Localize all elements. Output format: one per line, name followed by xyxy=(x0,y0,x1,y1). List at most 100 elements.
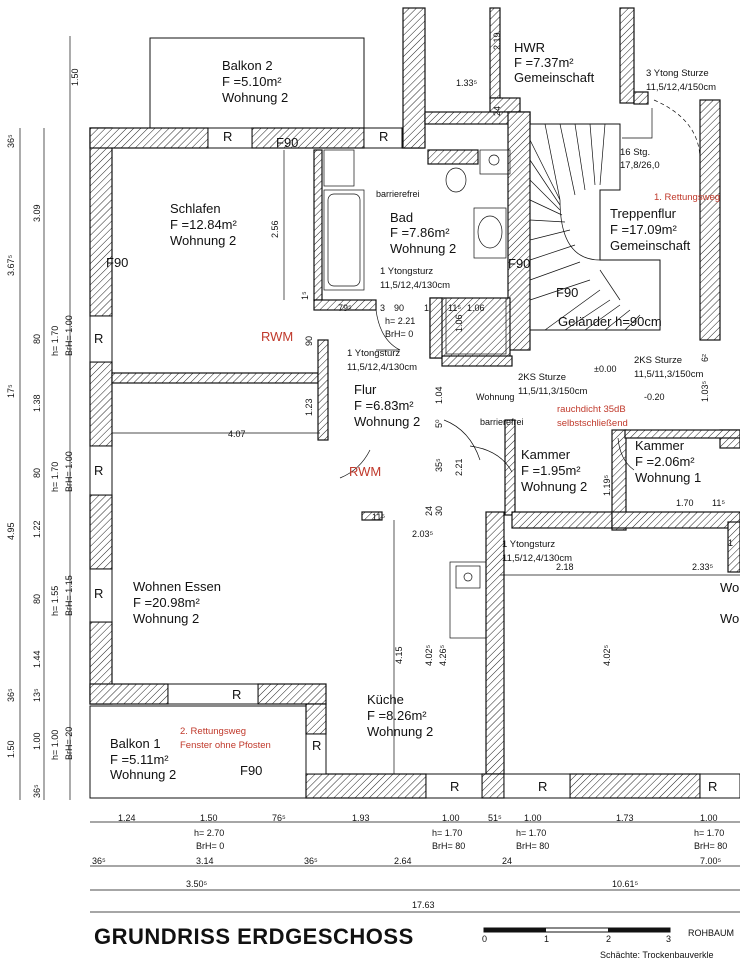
svg-text:rauchdicht 35dB: rauchdicht 35dB xyxy=(557,404,626,415)
scale-bar xyxy=(483,927,671,933)
dims-inner: 1.33⁵ 2.19 24 2.56 1⁵ 79⁵ 3 90 1 11⁵ 1.0… xyxy=(228,32,733,666)
room-cut-right: Wo Wo xyxy=(720,580,739,626)
svg-text:30: 30 xyxy=(434,506,444,516)
dims-bottom: 1.24 1.50 76⁵ 1.93 1.00 51⁵ 1.00 1.73 1.… xyxy=(92,813,727,910)
svg-text:±0.00: ±0.00 xyxy=(594,364,616,374)
svg-text:6²: 6² xyxy=(700,354,710,362)
svg-text:RWM: RWM xyxy=(261,329,293,344)
svg-text:BrH= 1.00: BrH= 1.00 xyxy=(64,451,74,492)
svg-text:Balkon 2: Balkon 2 xyxy=(222,58,273,73)
walls xyxy=(89,7,740,799)
dims-left: 1.50 36⁵ 3.09 3.67⁵ 80 h= 1.70 BrH= 1.00… xyxy=(6,68,80,798)
svg-text:1 Ytongsturz: 1 Ytongsturz xyxy=(347,348,400,359)
svg-text:3 Ytong Sturze: 3 Ytong Sturze xyxy=(646,68,709,79)
svg-text:F =12.84m²: F =12.84m² xyxy=(170,217,238,232)
fixtures xyxy=(323,149,511,639)
svg-text:1.04: 1.04 xyxy=(434,386,444,404)
svg-text:90: 90 xyxy=(394,303,404,313)
room-kammer-wohnung-1: Kammer F =2.06m² Wohnung 1 xyxy=(635,438,701,485)
svg-text:BrH= 1.00: BrH= 1.00 xyxy=(64,315,74,356)
svg-text:h= 2.70: h= 2.70 xyxy=(194,828,224,838)
svg-text:h= 1.70: h= 1.70 xyxy=(50,326,60,356)
svg-text:F =8.26m²: F =8.26m² xyxy=(367,708,427,723)
svg-text:F =5.11m²: F =5.11m² xyxy=(110,752,169,767)
svg-text:1.19⁵: 1.19⁵ xyxy=(602,474,612,496)
svg-text:F90: F90 xyxy=(276,135,298,150)
svg-text:1. Rettungsweg: 1. Rettungsweg xyxy=(654,192,720,203)
svg-text:2.19: 2.19 xyxy=(492,32,502,50)
svg-text:Wohnung: Wohnung xyxy=(476,392,514,402)
svg-text:Treppenflur: Treppenflur xyxy=(610,206,677,221)
svg-text:4.02⁵: 4.02⁵ xyxy=(424,644,434,666)
svg-text:1.00: 1.00 xyxy=(524,813,542,823)
svg-text:3.09: 3.09 xyxy=(32,204,42,222)
svg-text:11,5/11,3/150cm: 11,5/11,3/150cm xyxy=(518,386,587,397)
svg-text:36⁵: 36⁵ xyxy=(6,688,16,702)
svg-text:F90: F90 xyxy=(508,256,530,271)
svg-text:Gemeinschaft: Gemeinschaft xyxy=(514,70,595,85)
svg-text:h= 1.70: h= 1.70 xyxy=(694,828,724,838)
windows xyxy=(89,127,740,799)
svg-text:h= 1.70: h= 1.70 xyxy=(516,828,546,838)
svg-text:h= 1.00: h= 1.00 xyxy=(50,730,60,760)
svg-text:BrH= 0: BrH= 0 xyxy=(385,329,413,339)
svg-text:11⁵: 11⁵ xyxy=(372,512,385,522)
svg-text:36⁵: 36⁵ xyxy=(304,856,318,866)
svg-text:Wohnung 2: Wohnung 2 xyxy=(521,479,587,494)
svg-text:7.00⁵: 7.00⁵ xyxy=(700,856,722,866)
svg-text:17⁵: 17⁵ xyxy=(6,384,16,398)
svg-text:80: 80 xyxy=(32,594,42,604)
svg-text:R: R xyxy=(223,129,232,144)
svg-text:-0.20: -0.20 xyxy=(644,392,665,402)
svg-text:2.64: 2.64 xyxy=(394,856,412,866)
svg-text:Geländer h=90cm: Geländer h=90cm xyxy=(558,314,662,329)
svg-text:Gemeinschaft: Gemeinschaft xyxy=(610,238,691,253)
dimension-lines xyxy=(19,36,740,913)
svg-text:Balkon 1: Balkon 1 xyxy=(110,736,161,751)
svg-text:F =6.83m²: F =6.83m² xyxy=(354,398,414,413)
svg-text:Wohnung 2: Wohnung 2 xyxy=(367,724,433,739)
svg-text:Bad: Bad xyxy=(390,210,413,225)
svg-text:R: R xyxy=(312,738,321,753)
svg-text:F =7.37m²: F =7.37m² xyxy=(514,55,574,70)
svg-text:RWM: RWM xyxy=(349,464,381,479)
room-bad: Bad F =7.86m² Wohnung 2 xyxy=(390,210,456,256)
room-balkon-2: Balkon 2 F =5.10m² Wohnung 2 xyxy=(222,58,288,105)
door-swings xyxy=(339,99,701,479)
svg-text:1 Ytongsturz: 1 Ytongsturz xyxy=(380,266,433,277)
svg-text:11,5/11,3/150cm: 11,5/11,3/150cm xyxy=(634,369,703,380)
svg-text:BrH= 0: BrH= 0 xyxy=(196,841,224,851)
svg-text:11,5/12,4/150cm: 11,5/12,4/150cm xyxy=(646,82,716,93)
room-schlafen: Schlafen F =12.84m² Wohnung 2 xyxy=(170,201,238,248)
svg-text:17,8/26,0: 17,8/26,0 xyxy=(620,160,660,171)
svg-text:1.33⁵: 1.33⁵ xyxy=(456,78,478,88)
svg-text:2.21: 2.21 xyxy=(454,458,464,476)
svg-text:R: R xyxy=(708,779,717,794)
svg-text:3.67⁵: 3.67⁵ xyxy=(6,254,16,276)
svg-text:1.38: 1.38 xyxy=(32,394,42,412)
svg-text:F =2.06m²: F =2.06m² xyxy=(635,454,695,469)
svg-text:R: R xyxy=(450,779,459,794)
svg-text:Wohnung 2: Wohnung 2 xyxy=(222,90,288,105)
svg-text:1: 1 xyxy=(728,538,733,548)
svg-text:2. Rettungsweg: 2. Rettungsweg xyxy=(180,726,246,737)
svg-text:2KS Sturze: 2KS Sturze xyxy=(518,372,566,383)
svg-text:11,5/12,4/130cm: 11,5/12,4/130cm xyxy=(502,553,572,564)
svg-text:80: 80 xyxy=(32,468,42,478)
svg-text:F =17.09m²: F =17.09m² xyxy=(610,222,678,237)
svg-text:1.03⁵: 1.03⁵ xyxy=(700,380,710,402)
svg-text:R: R xyxy=(379,129,388,144)
room-flur: Flur F =6.83m² Wohnung 2 xyxy=(354,382,420,429)
balkon2-slab xyxy=(149,37,365,129)
svg-text:0: 0 xyxy=(482,934,487,944)
svg-text:BrH= 80: BrH= 80 xyxy=(432,841,465,851)
svg-text:h= 1.55: h= 1.55 xyxy=(50,586,60,616)
svg-text:10.61⁵: 10.61⁵ xyxy=(612,879,639,889)
room-wohnen-essen: Wohnen Essen F =20.98m² Wohnung 2 xyxy=(133,579,221,626)
svg-text:3.50⁵: 3.50⁵ xyxy=(186,879,208,889)
svg-text:Kammer: Kammer xyxy=(521,447,571,462)
svg-text:1.44: 1.44 xyxy=(32,650,42,668)
svg-text:4.26⁵: 4.26⁵ xyxy=(438,644,448,666)
svg-text:1.00: 1.00 xyxy=(700,813,718,823)
